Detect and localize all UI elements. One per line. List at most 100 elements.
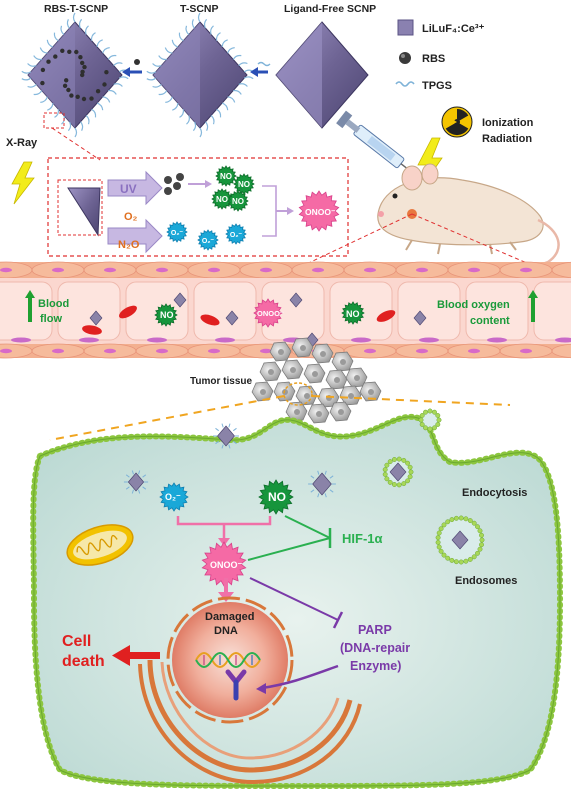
tpgs-chain xyxy=(192,121,197,132)
tumor-nucleus xyxy=(334,377,340,383)
rbs-dot xyxy=(75,94,80,100)
superoxide-star xyxy=(197,229,219,251)
tpgs-chain xyxy=(227,47,235,54)
membrane-bead xyxy=(401,481,407,487)
no-star-label: NO xyxy=(216,195,228,204)
tpgs-chain xyxy=(179,109,185,118)
label-oxygen-1: Blood oxygen xyxy=(437,299,510,311)
tpgs-chain xyxy=(178,32,184,42)
membrane-bead xyxy=(436,530,442,536)
cell-nucleus xyxy=(156,348,168,354)
membrane-bead xyxy=(391,457,397,462)
membrane-bead xyxy=(408,469,414,475)
cell-nucleus xyxy=(156,267,168,273)
cell-nucleus xyxy=(260,348,272,354)
o2-n2o-arrow xyxy=(107,218,163,254)
superoxide-star-label: O₂⁻ xyxy=(202,238,215,245)
tpgs-chain xyxy=(317,470,320,475)
vessel-no xyxy=(154,298,365,328)
cell-nucleus xyxy=(208,267,220,273)
tpgs-chain xyxy=(232,54,242,60)
tpgs-fibers xyxy=(21,12,129,138)
membrane-bead xyxy=(418,417,424,423)
label-radiation: Radiation xyxy=(482,133,532,145)
label-tumor-tissue: Tumor tissue xyxy=(190,376,252,387)
tpgs-chain xyxy=(53,32,59,42)
tpgs-chain xyxy=(205,121,209,131)
arrow-to-no xyxy=(188,180,212,188)
membrane-bead xyxy=(427,426,433,432)
tpgs-chain xyxy=(310,489,315,493)
tpgs-chain xyxy=(142,486,147,490)
vessel-onoo-label: ONOO⁻ xyxy=(257,309,284,318)
cell-nucleus xyxy=(0,348,12,354)
tpgs-chain xyxy=(72,12,76,23)
membrane-bead xyxy=(407,474,413,480)
tpgs-chain xyxy=(221,444,224,449)
label-uv: UV xyxy=(120,182,137,196)
rbs-dot xyxy=(104,70,109,75)
blood-flow-indicator xyxy=(25,290,35,322)
tpgs-chain xyxy=(221,102,229,111)
endothelial-cell xyxy=(551,343,571,359)
tpgs-chain xyxy=(199,127,203,138)
tpgs-chain xyxy=(146,77,157,81)
membrane-bead xyxy=(435,535,441,541)
reaction-box xyxy=(47,157,349,257)
endoplasmic-reticulum xyxy=(138,659,362,785)
cell-nucleus xyxy=(52,267,64,273)
tpgs-chain xyxy=(185,25,190,35)
zoom-box xyxy=(43,112,65,129)
tpgs-chain xyxy=(113,62,123,67)
membrane-bead xyxy=(405,460,411,466)
tpgs-chain xyxy=(186,115,190,125)
nanoparticle xyxy=(389,462,407,482)
membrane-bead xyxy=(382,471,388,477)
no-star-label: NO xyxy=(220,172,232,181)
rbs-dot xyxy=(80,72,85,78)
membrane-bead xyxy=(387,479,393,485)
cell-nucleus xyxy=(208,348,220,354)
nanoparticle xyxy=(127,472,145,492)
tpgs-chain xyxy=(227,96,236,103)
onoo-label: ONOO⁻ xyxy=(305,207,336,217)
zoom-line xyxy=(297,213,413,269)
tpgs-chain xyxy=(215,440,219,445)
membrane-bead xyxy=(479,537,485,543)
label-dna: DNA xyxy=(214,625,238,637)
red-blood-cell xyxy=(200,314,220,326)
tpgs-chain xyxy=(221,39,228,47)
tumor-nucleus xyxy=(300,345,306,351)
tpgs-chain xyxy=(54,109,60,118)
tpgs-chain xyxy=(310,475,315,479)
tpgs-chain xyxy=(107,54,117,60)
membrane-bead xyxy=(463,516,469,522)
cell-nucleus xyxy=(555,337,571,343)
rbs-cluster xyxy=(164,173,184,195)
tumor-tissue-cluster xyxy=(251,337,382,424)
tpgs-chain xyxy=(74,127,78,138)
tpgs-chain xyxy=(102,96,111,103)
red-blood-cells xyxy=(82,305,396,335)
cell-superoxide xyxy=(159,482,189,512)
tpgs-chain xyxy=(131,489,134,494)
tumor-nucleus xyxy=(348,393,354,399)
tpgs-chain xyxy=(215,32,221,41)
membrane-bead xyxy=(405,478,411,484)
tpgs-chain xyxy=(152,63,162,67)
membrane-bead xyxy=(445,519,451,525)
superoxide-star-label: O₂⁻ xyxy=(171,230,184,237)
nanoparticle xyxy=(451,530,469,550)
label-hif-1a: HIF-1α xyxy=(342,531,383,546)
membrane-bead xyxy=(432,409,437,415)
label-n2o: N₂O xyxy=(118,239,140,251)
label-blood-flow-2: flow xyxy=(40,313,62,325)
tumor-nucleus xyxy=(312,371,318,377)
membrane-bead xyxy=(471,520,477,526)
cell-nucleus xyxy=(520,348,532,354)
rbs-dot xyxy=(46,59,51,64)
tumor-nucleus xyxy=(268,369,274,375)
rbs-dot xyxy=(53,54,58,59)
membrane-bead xyxy=(396,482,402,488)
svg-text:TPGS: TPGS xyxy=(422,80,452,92)
